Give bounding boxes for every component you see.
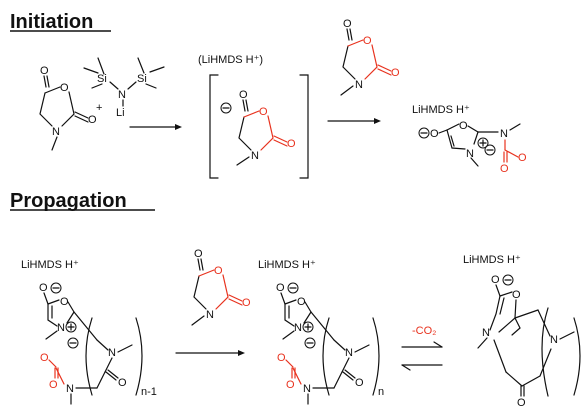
nca-monomer-1: O O O N: [39, 65, 97, 151]
atom-o: O: [287, 138, 296, 150]
lihmds-h-bracket-label: (LiHMDS H⁺): [198, 54, 263, 66]
atom-o: O: [500, 163, 509, 175]
atom-o: O: [60, 296, 69, 308]
lihmds-h-label: LiHMDS H⁺: [463, 254, 521, 266]
atom-si: Si: [137, 73, 147, 85]
atom-o: O: [239, 89, 248, 101]
atom-o: O: [194, 248, 203, 260]
repeat-paren-right: [135, 317, 143, 396]
atom-o: O: [517, 397, 526, 409]
atom-n: N: [466, 148, 474, 160]
atom-o: O: [355, 377, 364, 389]
arrowhead: [374, 118, 381, 124]
lihmds-h-label: LiHMDS H⁺: [21, 259, 79, 271]
atom-n: N: [251, 150, 259, 162]
initiation-heading: Initiation: [10, 11, 93, 33]
lihmds-h-label: LiHMDS H⁺: [258, 259, 316, 271]
atom-o: O: [430, 128, 439, 140]
left-bracket: [209, 74, 219, 179]
atom-o: O: [118, 377, 127, 389]
atom-o: O: [297, 296, 306, 308]
atom-n: N: [57, 322, 65, 334]
atom-o: O: [40, 352, 49, 364]
atom-n: N: [345, 347, 353, 359]
propagation-heading: Propagation: [10, 190, 127, 212]
repeat-paren-left: [85, 317, 93, 396]
atom-o: O: [343, 18, 352, 30]
repeat-paren-right: [372, 317, 380, 396]
atom-o: O: [39, 282, 48, 294]
atom-o: O: [363, 35, 372, 47]
oxazolium-carbamate: O O N N O O: [418, 120, 527, 175]
atom-o: O: [391, 67, 400, 79]
atom-n: N: [66, 383, 74, 395]
nca-anion: O O O N: [220, 89, 296, 166]
atom-si: Si: [97, 73, 107, 85]
atom-o: O: [214, 265, 223, 277]
atom-o: O: [60, 82, 69, 94]
atom-n: N: [294, 322, 302, 334]
minus-co2-label: -CO₂: [412, 325, 436, 337]
atom-o: O: [242, 297, 251, 309]
atom-o: O: [276, 282, 285, 294]
atom-o: O: [49, 379, 58, 391]
atom-li: Li: [116, 107, 125, 119]
chain-end-n: O O N O O N N O n: [276, 282, 384, 405]
subscript-n: n: [378, 386, 384, 398]
right-bracket: [299, 74, 309, 179]
atom-n: N: [482, 327, 490, 339]
repeat-paren-left: [322, 317, 330, 396]
atom-o: O: [518, 152, 527, 164]
atom-n: N: [108, 347, 116, 359]
atom-n: N: [355, 79, 363, 91]
atom-o: O: [40, 65, 49, 77]
atom-o: O: [491, 274, 500, 286]
arrowhead: [175, 124, 182, 130]
chain-end-n-1: O O N O O N N O n-1: [39, 282, 157, 405]
atom-o: O: [459, 120, 468, 132]
atom-n: N: [206, 309, 214, 321]
spiro-product: O O N N O: [477, 274, 581, 409]
lihmds-reagent: Si Si N Li: [83, 57, 165, 119]
atom-o: O: [277, 352, 286, 364]
repeat-paren-left: [541, 307, 549, 397]
atom-n: N: [118, 89, 126, 101]
atom-n: N: [550, 334, 558, 346]
nca-monomer-3: O O O N: [191, 248, 251, 326]
atom-o: O: [259, 106, 268, 118]
atom-o: O: [88, 114, 97, 126]
lihmds-h-label: LiHMDS H⁺: [412, 104, 470, 116]
subscript-n-minus-1: n-1: [141, 386, 157, 398]
nca-monomer-2: O O O N: [340, 18, 400, 96]
atom-n: N: [303, 383, 311, 395]
repeat-paren-right: [573, 317, 581, 396]
atom-o: O: [512, 289, 521, 301]
atom-n: N: [500, 128, 508, 140]
plus-sign: +: [96, 102, 102, 114]
atom-n: N: [52, 126, 60, 138]
arrowhead: [238, 350, 245, 356]
atom-o: O: [286, 379, 295, 391]
